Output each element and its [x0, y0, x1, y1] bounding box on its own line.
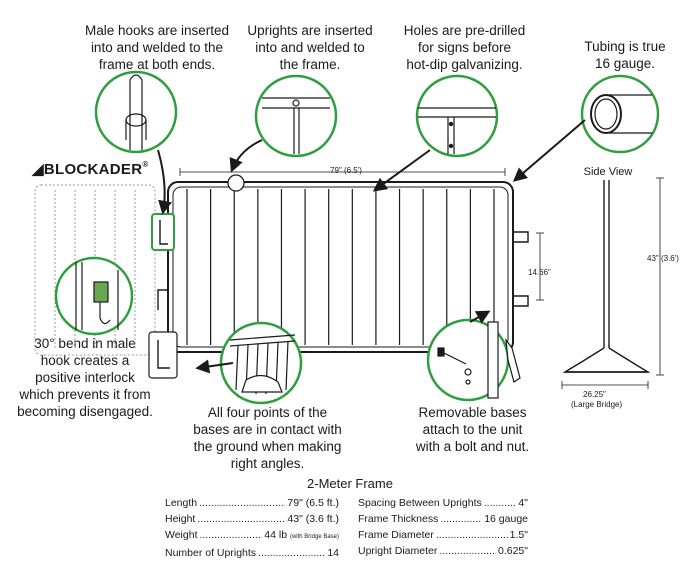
- spec-label: Frame Thickness: [358, 513, 439, 525]
- spec-note: (with Bridge Base): [289, 534, 339, 540]
- callout-bases: [219, 321, 303, 405]
- bases-detail-icon: [229, 334, 296, 395]
- spec-label: Upright Diameter: [358, 545, 438, 557]
- side-view-label: Side View: [583, 166, 633, 178]
- dim-hook-spacing: 14.66": [528, 268, 551, 277]
- spec-value: 1.5": [509, 529, 528, 541]
- caption-line: attach to the unit: [422, 422, 523, 437]
- caption-holes: Holes are pre-drilled for signs before h…: [382, 22, 547, 73]
- spec-row: Number of Uprights 14: [165, 545, 339, 561]
- caption-four-points: All four points of the bases are in cont…: [180, 404, 355, 472]
- caption-line: bases are in contact with: [193, 422, 342, 437]
- caption-uprights: Uprights are inserted into and welded to…: [225, 22, 395, 73]
- spec-label: Length: [165, 497, 198, 509]
- caption-line: All four points of the: [207, 405, 328, 420]
- caption-line: right angles.: [230, 456, 305, 471]
- spec-value: 16 gauge: [484, 513, 528, 525]
- caption-line: into and welded to: [255, 40, 365, 55]
- caption-line: 30° bend in male: [34, 336, 136, 351]
- spec-value: 4": [518, 497, 528, 509]
- spec-value: 43" (3.6 ft.): [287, 513, 339, 525]
- logo-mark-icon: ◢: [32, 161, 44, 178]
- caption-bend: 30° bend in male hook creates a positive…: [10, 335, 160, 420]
- caption-line: Male hooks are inserted: [84, 23, 230, 38]
- brand-name: BLOCKADER: [43, 161, 143, 178]
- barricade-uprights: [186, 189, 495, 345]
- caption-line: the frame.: [279, 57, 341, 72]
- bolt-detail-icon: [437, 321, 499, 399]
- caption-line: Tubing is true: [584, 39, 666, 54]
- caption-line: positive interlock: [35, 370, 135, 385]
- spec-value: 0.625": [497, 545, 528, 557]
- spec-row: Spacing Between Uprights 4": [358, 495, 528, 511]
- caption-tubing: Tubing is true 16 gauge.: [560, 38, 690, 72]
- removable-base: [505, 337, 521, 383]
- brand-logo: ◢BLOCKADER®: [32, 160, 149, 178]
- caption-line: with a bolt and nut.: [415, 439, 530, 454]
- detail-marker-ring: [227, 174, 245, 192]
- caption-male-hooks: Male hooks are inserted into and welded …: [62, 22, 252, 73]
- spec-row: Height 43" (3.6 ft.): [165, 511, 339, 527]
- caption-line: which prevents it from: [19, 387, 151, 402]
- male-hook-detail-icon: [125, 74, 147, 150]
- spec-row: Upright Diameter 0.625": [358, 543, 528, 559]
- spec-value: 14: [327, 547, 339, 559]
- callout-male-hook: [94, 70, 178, 154]
- spec-title: 2-Meter Frame: [307, 476, 393, 491]
- caption-line: hot-dip galvanizing.: [406, 57, 523, 72]
- caption-line: Holes are pre-drilled: [403, 23, 526, 38]
- dim-base-width: 26.25": [583, 390, 606, 399]
- spec-value: 79" (6.5 ft.): [287, 497, 339, 509]
- interlock-detail-icon: [75, 262, 119, 330]
- barricade-frame: [167, 181, 514, 353]
- caption-line: Removable bases: [418, 405, 527, 420]
- spec-row: Length 79" (6.5 ft.): [165, 495, 339, 511]
- spec-row: Weight 44 lb (with Bridge Base): [165, 527, 339, 545]
- callout-upright: [254, 74, 338, 158]
- spec-value: 44 lb: [264, 529, 288, 541]
- caption-line: Uprights are inserted: [247, 23, 373, 38]
- spec-label: Weight: [165, 529, 198, 541]
- dim-height: 43" (3.6'): [647, 254, 679, 263]
- spec-row: Frame Diameter 1.5": [358, 527, 528, 543]
- spec-label: Height: [165, 513, 196, 525]
- side-view-drawing: [562, 180, 651, 373]
- callout-arrows: [157, 119, 586, 374]
- caption-line: the ground when making: [193, 439, 342, 454]
- upright-detail-icon: [262, 97, 330, 154]
- caption-line: frame at both ends.: [98, 57, 216, 72]
- tubing-detail-icon: [590, 94, 652, 134]
- caption-line: becoming disengaged.: [17, 404, 153, 419]
- drilled-holes-detail-icon: [418, 107, 496, 154]
- dim-width: 79" (6.5'): [330, 166, 362, 175]
- specs-right: Spacing Between Uprights 4" Frame Thickne…: [358, 495, 528, 559]
- spec-label: Spacing Between Uprights: [358, 497, 482, 509]
- spec-label: Number of Uprights: [165, 547, 257, 559]
- caption-removable: Removable bases attach to the unit with …: [400, 404, 545, 455]
- caption-line: for signs before: [417, 40, 512, 55]
- dim-base-label: (Large Bridge): [571, 400, 623, 409]
- right-hooks: [513, 231, 529, 307]
- caption-line: hook creates a: [40, 353, 130, 368]
- specs-left: Length79" (6.5 ft.) Height43" (3.6 ft.) …: [165, 495, 339, 561]
- caption-line: 16 gauge.: [594, 56, 656, 71]
- spec-label: Frame Diameter: [358, 529, 434, 541]
- base-highlight: [148, 331, 178, 379]
- callout-holes: [415, 74, 499, 158]
- spec-row: Frame Thickness 16 gauge: [358, 511, 528, 527]
- caption-line: into and welded to the: [90, 40, 224, 55]
- registered-mark: ®: [142, 160, 149, 169]
